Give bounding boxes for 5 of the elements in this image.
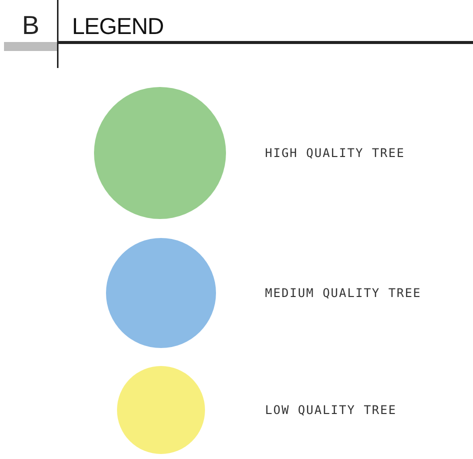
legend-label: MEDIUM QUALITY TREE <box>265 286 422 300</box>
legend-label: HIGH QUALITY TREE <box>265 146 405 160</box>
title: LEGEND <box>72 12 164 40</box>
legend-label: LOW QUALITY TREE <box>265 403 397 417</box>
section-letter: B <box>22 10 40 40</box>
